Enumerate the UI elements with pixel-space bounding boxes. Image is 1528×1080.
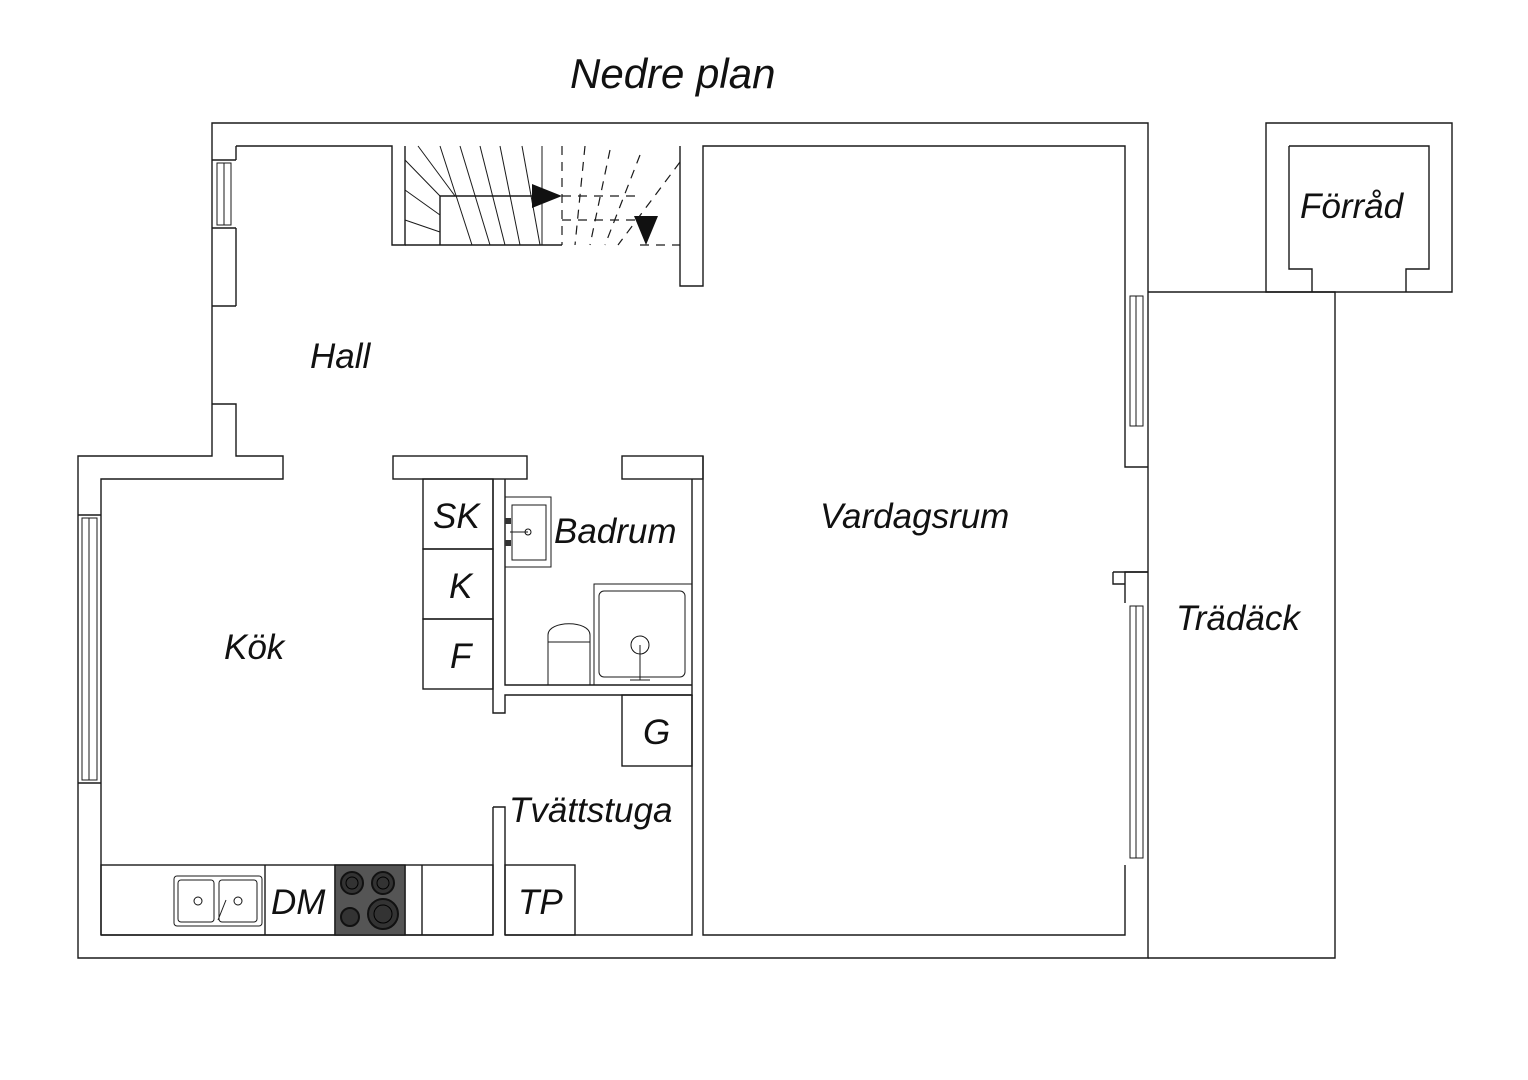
room-label-hall: Hall bbox=[310, 337, 372, 376]
room-label-vardagsrum: Vardagsrum bbox=[820, 497, 1009, 536]
plan-title: Nedre plan bbox=[570, 50, 775, 97]
fixture-label-sk: SK bbox=[433, 497, 481, 536]
stove-icon bbox=[334, 864, 406, 936]
stair-arrow-right-icon bbox=[532, 184, 562, 208]
exterior-walls bbox=[77, 122, 1149, 959]
fixture-label-dm: DM bbox=[271, 883, 326, 922]
kitchen-counter bbox=[100, 864, 494, 936]
window-kitchen-left bbox=[81, 517, 98, 781]
window-hall-left bbox=[216, 162, 232, 226]
living-room-right-wall bbox=[1112, 293, 1148, 859]
g-cabinet bbox=[621, 694, 693, 767]
fixture-label-k: K bbox=[449, 567, 474, 606]
deck-outline bbox=[1148, 291, 1336, 959]
fixture-label-g: G bbox=[643, 713, 670, 752]
storage-shed bbox=[1265, 122, 1453, 293]
room-label-forrad: Förråd bbox=[1300, 187, 1405, 226]
double-sink-icon bbox=[173, 875, 263, 927]
room-label-kok: Kök bbox=[224, 628, 286, 667]
room-label-badrum: Badrum bbox=[554, 512, 677, 551]
fixture-label-tp: TP bbox=[518, 883, 563, 922]
stair-arrow-down-icon bbox=[634, 216, 658, 245]
room-label-tradack: Trädäck bbox=[1176, 599, 1301, 638]
sink-icon bbox=[504, 496, 552, 568]
fixture-label-f: F bbox=[450, 637, 474, 676]
closets bbox=[422, 478, 494, 690]
toilet-icon bbox=[547, 623, 591, 685]
shower-icon bbox=[593, 583, 693, 686]
room-label-tvattstuga: Tvättstuga bbox=[509, 791, 672, 830]
bathroom-fixtures bbox=[504, 496, 693, 686]
tp-cabinet bbox=[504, 864, 576, 936]
staircase bbox=[404, 145, 681, 246]
